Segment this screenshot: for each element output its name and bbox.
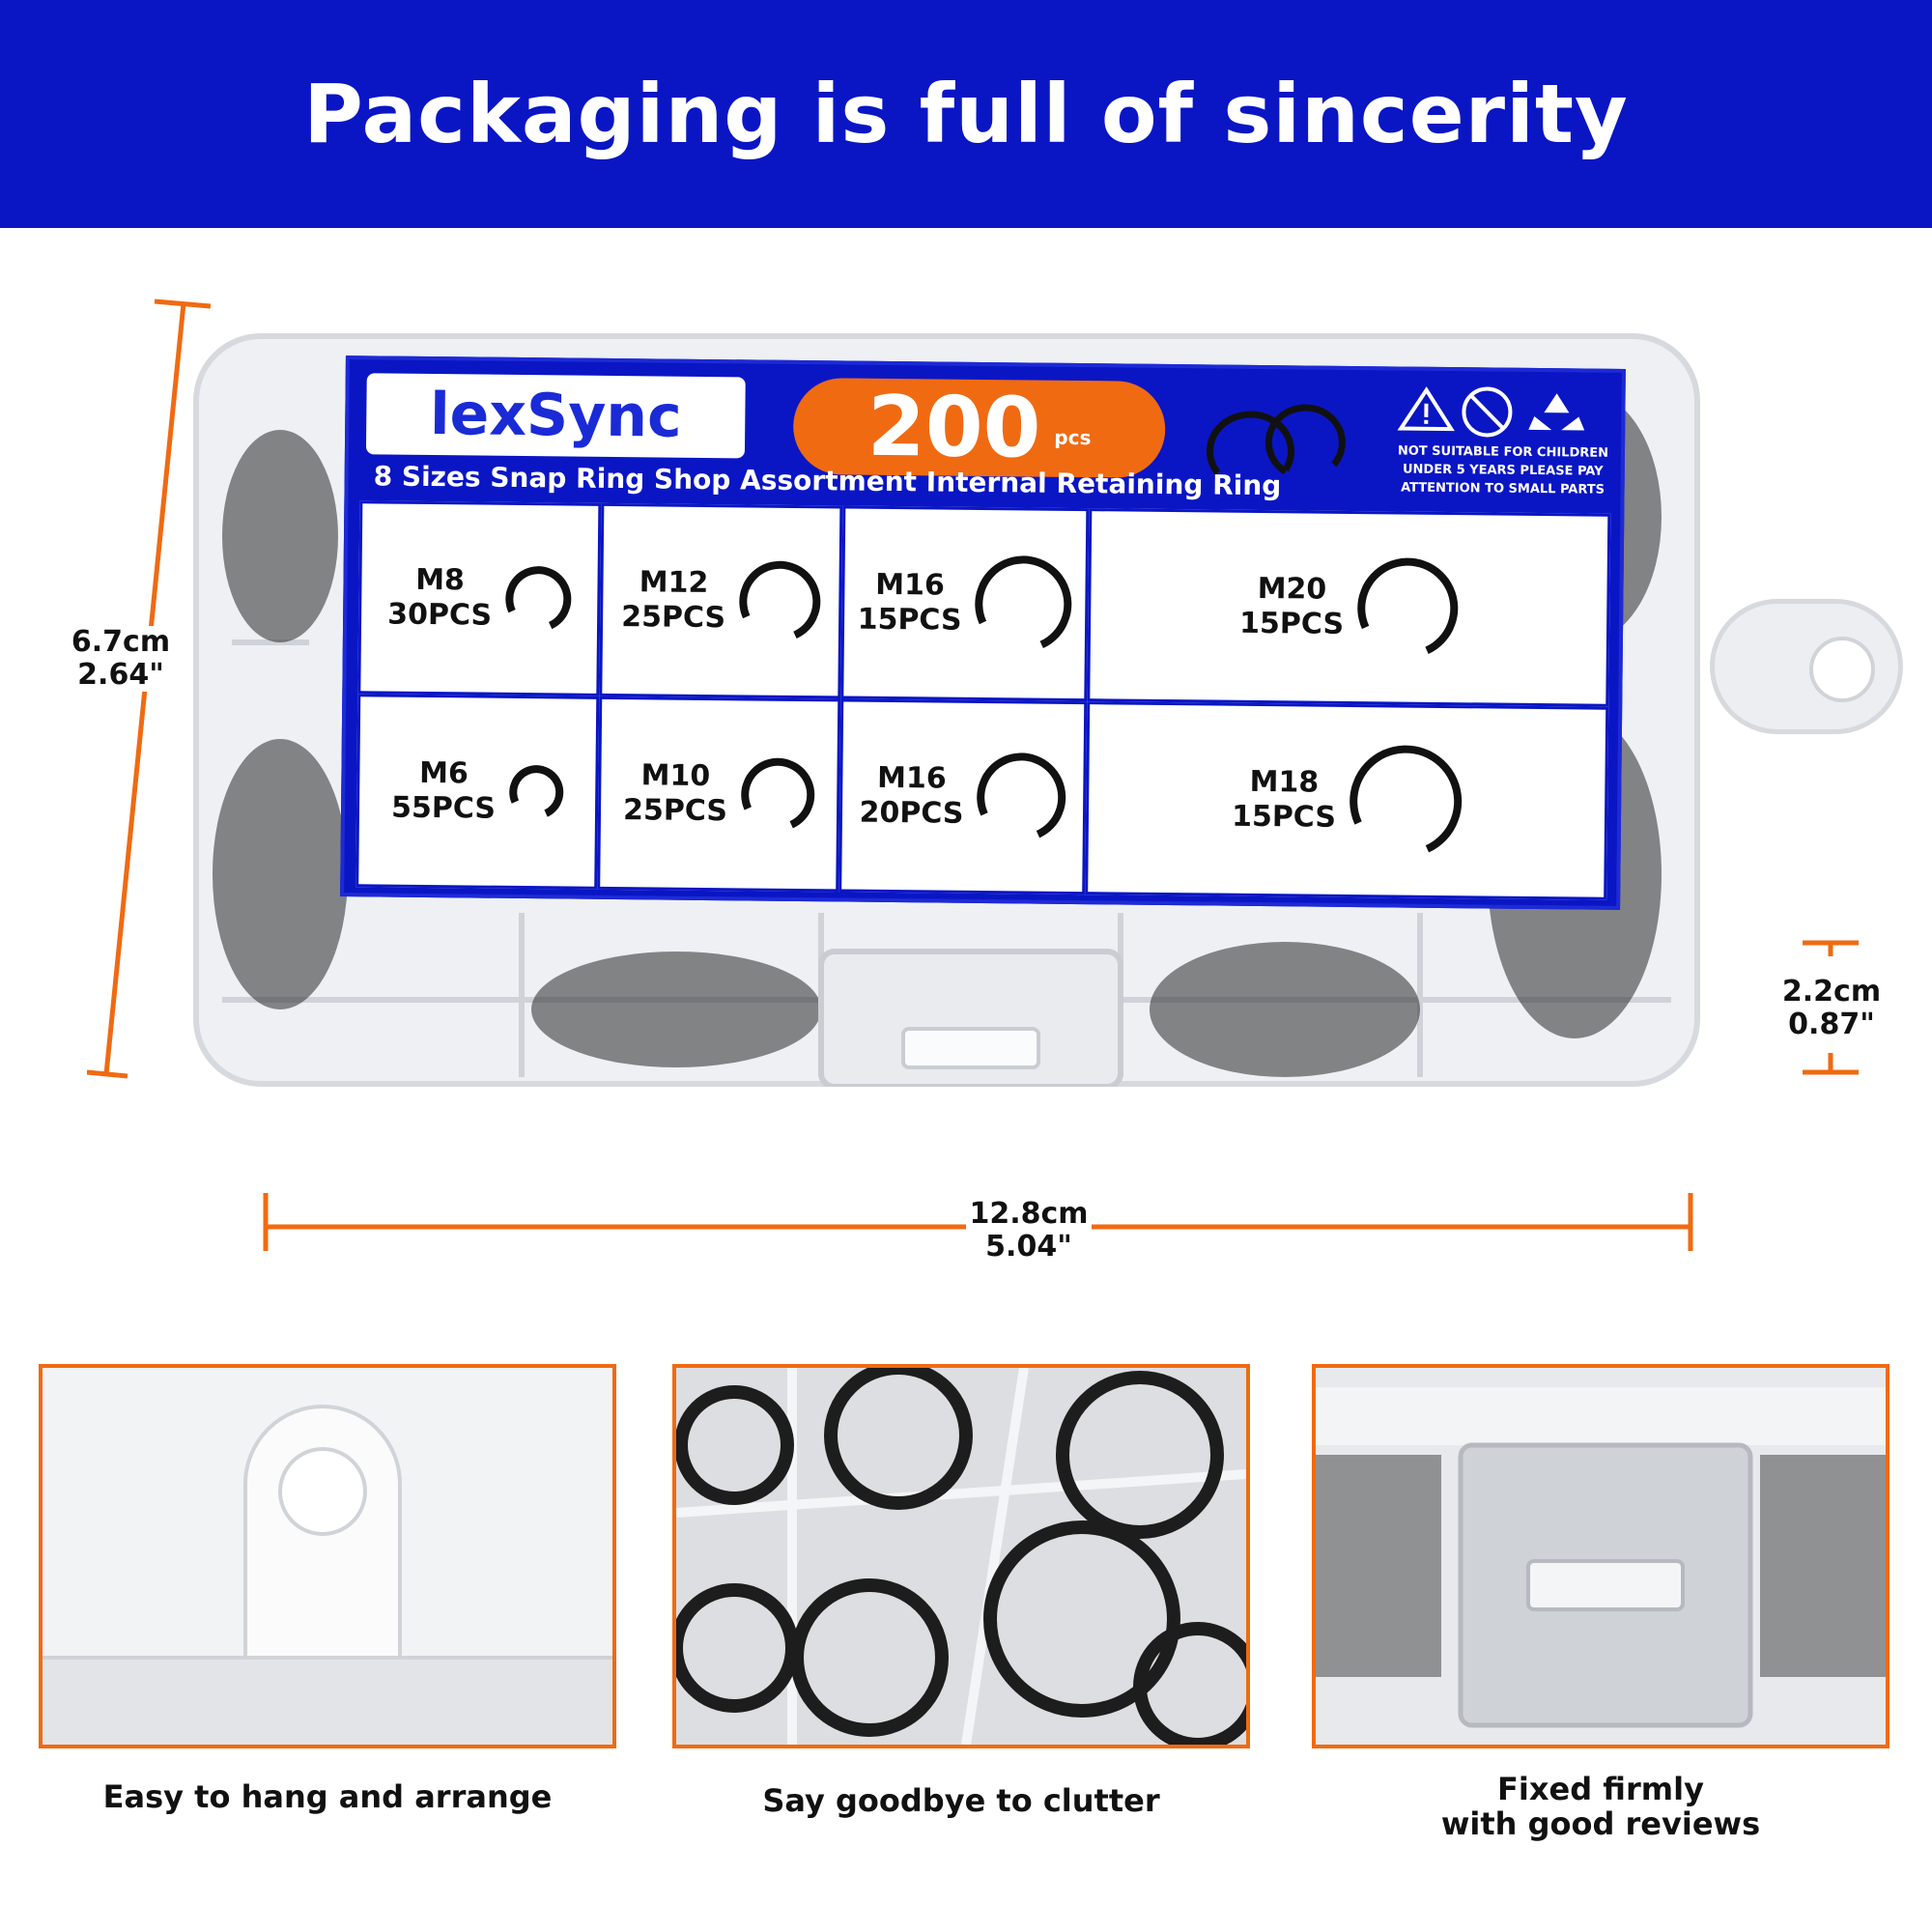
small-parts-warning: NOT SUITABLE FOR CHILDREN UNDER 5 YEARS … (1397, 443, 1609, 497)
size-qty: 20PCS (859, 795, 964, 831)
caption-hanging: Easy to hang and arrange (102, 1778, 553, 1815)
height-cm: 6.7cm (71, 625, 171, 659)
height-in: 2.64" (77, 658, 164, 692)
detail-panel-hanging (39, 1364, 616, 1748)
hanging-tab (1710, 599, 1903, 734)
latch-closeup (1316, 1368, 1886, 1745)
depth-in: 0.87" (1788, 1008, 1875, 1041)
size-qty: 15PCS (857, 602, 962, 638)
detail-panel-compartments (672, 1364, 1250, 1748)
size-qty: 55PCS (390, 790, 497, 826)
piece-count: 200 (867, 378, 1041, 477)
depth-cm: 2.2cm (1781, 975, 1882, 1009)
caption-clutter: Say goodbye to clutter (762, 1782, 1160, 1819)
size-name: M16 (875, 567, 945, 603)
size-qty: 25PCS (622, 793, 728, 829)
depth-label: 2.2cm 0.87" (1774, 976, 1889, 1041)
ring-icon (964, 740, 1079, 855)
size-name: M10 (640, 758, 711, 794)
ring-icon (1343, 543, 1473, 673)
brand-logo: lexSync (365, 373, 746, 459)
ring-icon (727, 549, 833, 654)
rings-closeup (676, 1368, 1246, 1745)
size-name: M12 (639, 565, 709, 601)
age-restriction-icon (1462, 386, 1513, 438)
warning-icon (1397, 386, 1455, 432)
product-label: lexSync 200 pcs 8 Sizes Snap Ring Shop A… (340, 355, 1626, 910)
ring-icon (961, 542, 1087, 667)
hanging-tab-closeup (43, 1405, 612, 1745)
ring-icon (1333, 728, 1478, 874)
size-qty: 15PCS (1238, 606, 1345, 641)
size-qty: 30PCS (387, 597, 493, 633)
size-qty: 25PCS (620, 600, 726, 636)
width-in: 5.04" (985, 1230, 1072, 1264)
brand-name: lexSync (429, 380, 682, 451)
depth-dimension-line (1803, 940, 1859, 1075)
width-cm: 12.8cm (969, 1197, 1089, 1231)
caption-fixed-line1: Fixed firmly (1497, 1771, 1704, 1807)
size-name: M20 (1257, 571, 1327, 607)
detail-panel-latch (1312, 1364, 1889, 1748)
recycle-icon (1528, 393, 1585, 431)
hanging-hole (1809, 637, 1875, 702)
width-label: 12.8cm 5.04" (966, 1198, 1092, 1264)
ring-icon (496, 556, 582, 641)
size-name: M8 (414, 562, 466, 598)
size-name: M6 (418, 755, 469, 791)
piece-unit: pcs (1054, 425, 1092, 450)
height-label: 6.7cm 2.64" (58, 626, 184, 692)
header-banner: Packaging is full of sincerity (0, 0, 1932, 228)
banner-title: Packaging is full of sincerity (303, 67, 1629, 161)
caption-fixed-line2: with good reviews (1440, 1805, 1761, 1842)
caption-fixed: Fixed firmly with good reviews (1312, 1772, 1889, 1841)
snap-ring-icon (1207, 404, 1346, 475)
ring-icon (730, 747, 826, 842)
size-name: M18 (1249, 764, 1320, 800)
size-qty: 15PCS (1231, 799, 1337, 835)
count-badge: 200 pcs (792, 377, 1166, 478)
size-name: M16 (876, 760, 947, 796)
ring-icon (501, 757, 572, 828)
